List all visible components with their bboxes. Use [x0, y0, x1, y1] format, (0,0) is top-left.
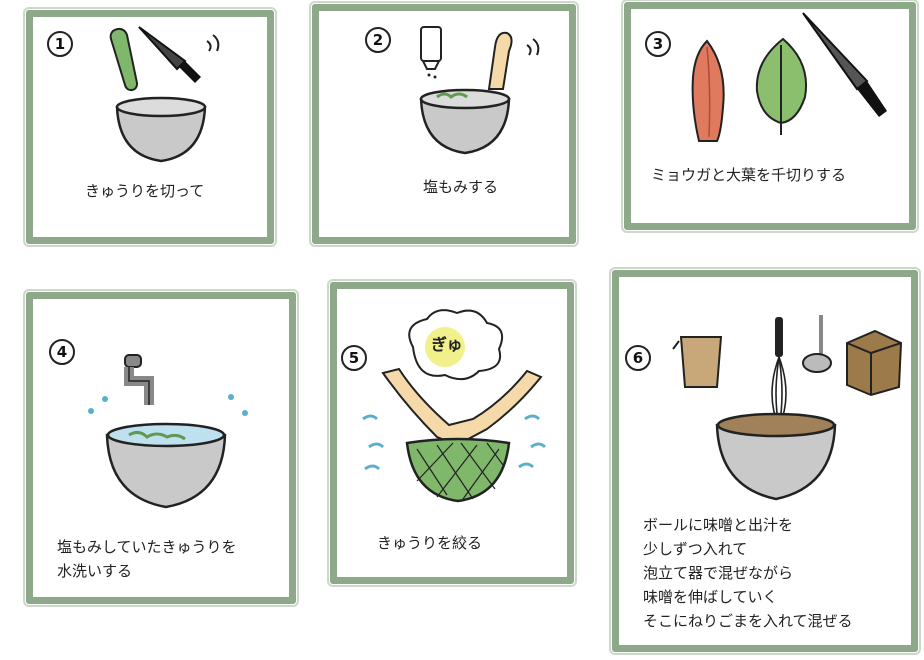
step-panel-6: 6 ボールに味噌と出汁を 少しずつ入れて 泡立て器で混ぜながら 味噌を伸ばしてい… [609, 267, 921, 655]
step-number-4: 4 [49, 339, 75, 365]
step-caption-6: ボールに味噌と出汁を 少しずつ入れて 泡立て器で混ぜながら 味噌を伸ばしていく … [643, 513, 853, 633]
step-number-2: 2 [365, 27, 391, 53]
step-caption-6-line-1: ボールに味噌と出汁を [643, 516, 794, 534]
step-panel-3: 3 ミョウガと大葉を千切りする [621, 0, 919, 233]
step-caption-5: きゅうりを絞る [377, 534, 483, 552]
thought-bubble-icon [408, 309, 503, 381]
step-caption-4-line-1: 塩もみしていたきゅうりを [57, 538, 237, 556]
step-caption-6-line-4: 味噌を伸ばしていく [643, 588, 778, 606]
step-caption-4-line-2: 水洗いする [57, 562, 133, 580]
water-drop-icon [88, 394, 248, 416]
step-caption-6-line-5: そこにねりごまを入れて混ぜる [643, 612, 853, 630]
hand-icon [487, 31, 540, 90]
step-caption-2: 塩もみする [423, 178, 499, 196]
step-number-1: 1 [47, 31, 73, 57]
step-caption-6-line-3: 泡立て器で混ぜながら [643, 564, 794, 582]
strainer-icon [405, 437, 511, 503]
bowl-icon [715, 412, 837, 501]
myoga-icon [691, 39, 725, 142]
hand-icon [381, 367, 543, 447]
water-drop-icon [362, 414, 547, 471]
bowl-icon [115, 96, 207, 163]
knife-icon [138, 26, 220, 83]
bowl-icon [419, 88, 511, 155]
measuring-cup-icon [672, 336, 723, 388]
faucet-icon [124, 354, 154, 405]
cucumber-icon [109, 27, 139, 91]
step-number-5: 5 [341, 345, 367, 371]
step-caption-4: 塩もみしていたきゅうりを 水洗いする [57, 535, 237, 583]
step-panel-2: 2 塩もみする [309, 1, 579, 247]
shiso-leaf-icon [755, 37, 807, 135]
step-caption-1: きゅうりを切って [85, 182, 205, 200]
ladle-icon [802, 315, 832, 373]
step-caption-3: ミョウガと大葉を千切りする [651, 166, 847, 184]
step-number-3: 3 [645, 31, 671, 57]
bowl-icon [105, 422, 227, 509]
step-panel-4: 4 塩もみしていたきゅうりを 水洗いする [23, 289, 299, 607]
sesame-jar-icon [846, 329, 903, 397]
squeeze-sound-text: ぎゅ [431, 335, 463, 354]
step-caption-6-line-2: 少しずつ入れて [643, 540, 748, 558]
salt-shaker-icon [420, 26, 442, 79]
knife-icon [802, 12, 887, 117]
step-panel-1: 1 きゅうりを切って [23, 7, 277, 247]
step-number-6: 6 [625, 345, 651, 371]
step-panel-5: 5 ぎゅ きゅうりを絞る [327, 279, 577, 587]
